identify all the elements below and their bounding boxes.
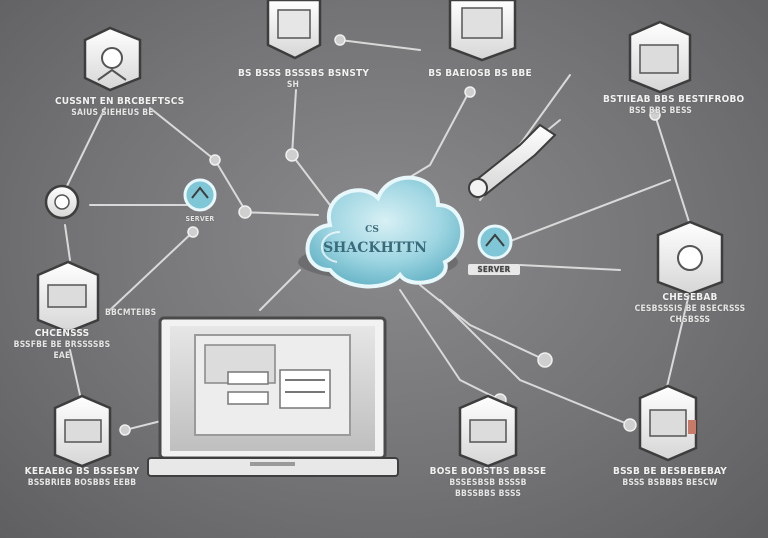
label-line: BSSS BSBBBS BESCW: [622, 478, 718, 488]
label-line: BSSESBSB BSSSB: [449, 478, 527, 488]
label-line: BSTIIEAB BBS BESTIFROBO: [603, 94, 745, 105]
device-small-cloud-right: [477, 224, 513, 260]
connection-lines: [64, 39, 691, 431]
label-line: BSS BBS BESS: [628, 106, 693, 116]
device-top-center-right: [448, 0, 517, 62]
connector-node: [119, 424, 131, 436]
device-left-middle: [36, 260, 100, 334]
device-bottom-right: [638, 384, 698, 462]
label-bottom-right: BSSB BE BESBEBEBAY BSSS BSBBBS BESCW: [605, 466, 735, 489]
link-left-bottom: [69, 349, 81, 396]
device-bottom-left: [53, 394, 112, 468]
label-line: BS BAEIOSB BS BBE: [428, 68, 532, 79]
label-line: CUSSNT EN BRCBEFTSCS: [55, 96, 185, 107]
label-line: BOSE BOBSTBS BBSSE: [429, 466, 547, 477]
connector-node: [209, 154, 221, 166]
link-top-cl-2: [339, 39, 421, 51]
label-left-small: SERVER: [180, 214, 220, 225]
link-tr-down: [654, 114, 691, 226]
connector-node: [464, 86, 476, 98]
label-top-left: CUSSNT EN BRCBEFTSCS SAIUS SIEHEUS BE: [55, 96, 185, 119]
link-cloud-down-4: [399, 289, 501, 401]
label-bottom-left: KEEAEBG BS BSSESBY BSSBRIEB BOSBBS EEBB: [22, 466, 142, 489]
connector-dots: [119, 34, 671, 436]
device-bottom-center: [458, 394, 518, 468]
label-line: CHESEBAB: [662, 292, 718, 303]
connector-node: [238, 205, 252, 219]
label-line: BS BSSS BSSSBS BSNSTY: [238, 68, 370, 79]
label-line: BSSB BE BESBEBEBAY: [613, 466, 727, 477]
label-line: SAIUS SIEHEUS BE: [71, 108, 154, 118]
device-top-right: [628, 20, 692, 94]
link-cloud-down-3: [439, 299, 631, 426]
label-right-middle: CHESEBAB CESBSSSIS BE BSECRSSS CHSBSSS: [625, 292, 755, 326]
wrench-icon: [468, 123, 557, 198]
link-right-mid: [499, 179, 671, 246]
device-small-cloud-left: [183, 178, 217, 212]
label-line: SERVER: [185, 215, 215, 223]
label-line: CHSBSSS: [669, 315, 711, 325]
label-line: SH: [286, 80, 300, 90]
laptop-device: [147, 316, 399, 477]
label-line: KEEAEBG BS BSSESBY: [24, 466, 140, 477]
link-left-mid: [109, 229, 196, 311]
device-right-middle: [656, 220, 724, 296]
cloud-hub: [298, 175, 465, 289]
link-left-mid-2: [64, 224, 71, 261]
label-top-center-right: BS BAEIOSB BS BBE: [425, 68, 535, 80]
link-right-mid-2: [519, 264, 621, 271]
device-top-center-left: [266, 0, 322, 60]
label-line: CHCENSSS: [34, 328, 90, 339]
link-left-small-2: [239, 211, 319, 216]
connector-node: [537, 352, 553, 368]
link-cloud-down: [259, 269, 301, 311]
label-center-right-badge: SERVER: [468, 264, 520, 275]
label-left-middle-side: BBCMTEIBS: [105, 308, 157, 319]
cloud-icon: [305, 175, 465, 289]
label-line: SERVER: [468, 264, 520, 275]
link-right-bottom: [664, 289, 691, 396]
connector-node: [623, 418, 637, 432]
link-top-cl: [290, 89, 331, 206]
connector-node: [649, 109, 661, 121]
link-topleft: [64, 107, 106, 191]
hub-title: SHACKHTTN: [323, 240, 427, 256]
connector-node: [285, 148, 299, 162]
label-top-center-left: BS BSSS BSSSBS BSNSTY SH: [238, 68, 370, 91]
connector-node: [187, 226, 199, 238]
device-left-small: [44, 184, 80, 220]
connector-node: [334, 34, 346, 46]
label-line: BSSFBE BE BRSSSSBS: [13, 340, 111, 350]
label-line: BBCMTEIBS: [105, 308, 157, 318]
label-line: EAE: [53, 351, 71, 361]
label-line: CESBSSSIS BE BSECRSSS: [634, 304, 746, 314]
label-line: BBSSBBS BSSS: [454, 489, 522, 499]
label-left-middle: CHCENSSS BSSFBE BE BRSSSSBS EAE: [12, 328, 112, 362]
device-top-left: [83, 26, 142, 92]
label-top-right: BSTIIEAB BBS BESTIFROBO BSS BBS BESS: [603, 94, 745, 117]
label-bottom-center: BOSE BOBSTBS BBSSE BSSESBSB BSSSB BBSSBB…: [428, 466, 548, 500]
label-line: BSSBRIEB BOSBBS EEBB: [27, 478, 137, 488]
link-cloud-down-2: [419, 284, 546, 361]
hub-small: CS: [365, 225, 379, 235]
link-laptop: [124, 419, 166, 431]
